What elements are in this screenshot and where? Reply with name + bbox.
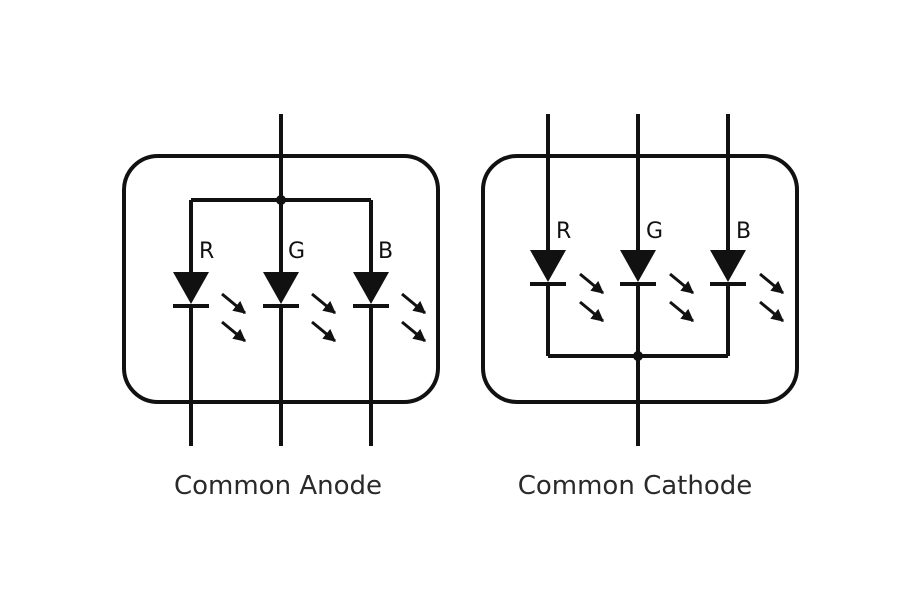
emission-arrows-icon	[401, 292, 426, 343]
common-cathode-caption: Common Cathode	[517, 471, 753, 501]
diode-triangle	[620, 250, 656, 282]
cathode-diode-b	[710, 114, 784, 356]
diode-triangle	[263, 272, 299, 304]
diode-triangle	[530, 250, 566, 282]
cathode-label-b: B	[736, 219, 751, 244]
anode-diode-b	[353, 200, 426, 446]
emission-arrows-icon	[759, 272, 784, 323]
anode-diode-g	[263, 200, 336, 446]
cathode-label-g: G	[646, 219, 663, 244]
anode-label-r: R	[199, 239, 214, 264]
common-cathode-diagram	[481, 114, 799, 446]
emission-arrows-icon	[221, 292, 246, 343]
anode-diode-r	[173, 200, 246, 446]
diode-triangle	[710, 250, 746, 282]
common-anode-diagram	[122, 114, 440, 446]
emission-arrows-icon	[311, 292, 336, 343]
anode-label-g: G	[288, 239, 305, 264]
common-cathode-labels: R G B	[556, 219, 751, 244]
emission-arrows-icon	[579, 272, 604, 323]
anode-label-b: B	[378, 239, 393, 264]
common-anode-caption: Common Anode	[173, 471, 383, 501]
emission-arrows-icon	[669, 272, 694, 323]
common-anode-labels: R G B	[199, 239, 393, 264]
diode-triangle	[353, 272, 389, 304]
cathode-diode-g	[620, 114, 694, 356]
cathode-label-r: R	[556, 219, 571, 244]
cathode-diode-r	[530, 114, 604, 356]
diode-triangle	[173, 272, 209, 304]
